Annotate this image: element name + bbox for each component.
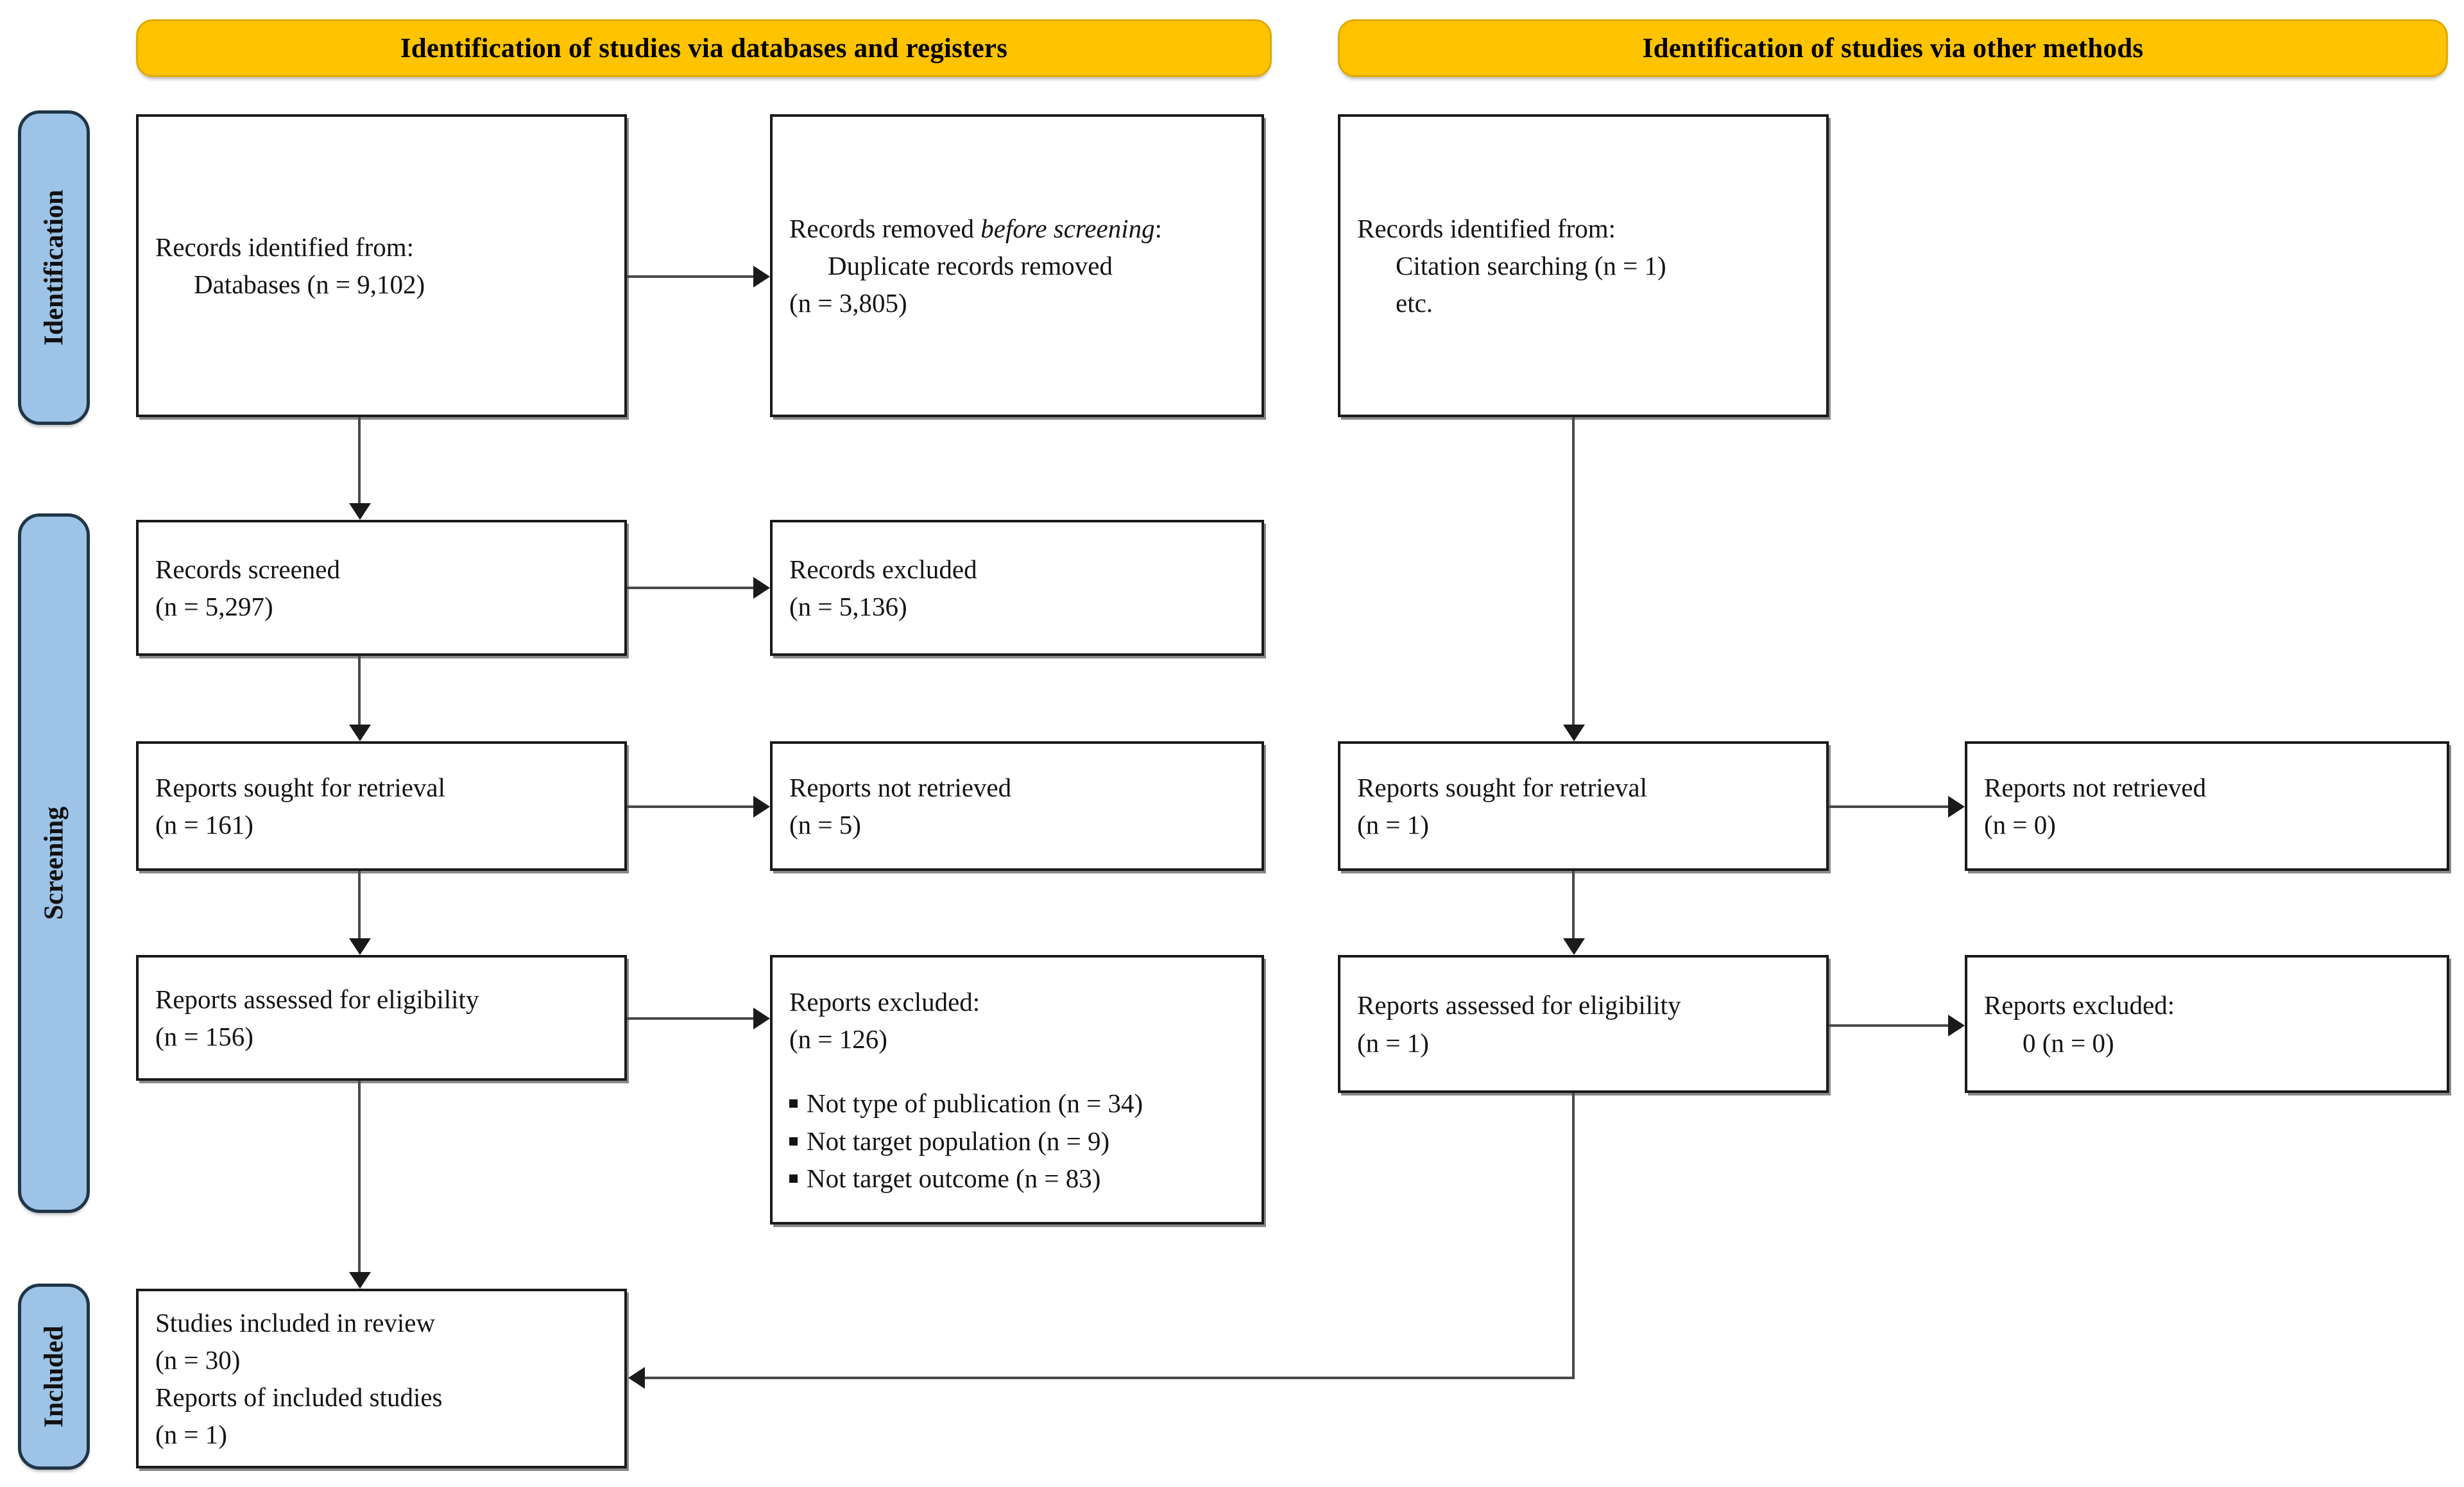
- exclusion-reason-label: Not target population (n = 9): [807, 1126, 1110, 1156]
- records-removed-italic: before screening: [980, 213, 1155, 243]
- reports-assessed-left-line2: (n = 156): [155, 1022, 253, 1051]
- arrow-other-assessed-to-included: [628, 1367, 645, 1389]
- reports-not-retrieved-right-line1: Reports not retrieved: [1984, 772, 2207, 802]
- arrow-other-identified-to-sought: [1563, 725, 1585, 741]
- exclusion-reason-item: Not target population (n = 9): [789, 1122, 1245, 1160]
- exclusion-reason-item: Not target outcome (n = 83): [789, 1160, 1245, 1197]
- connector-assessed-to-included: [358, 1081, 361, 1272]
- phase-included-label: Included: [39, 1325, 69, 1428]
- exclusion-reason-label: Not type of publication (n = 34): [807, 1088, 1143, 1119]
- box-reports-sought-right: Reports sought for retrieval (n = 1): [1338, 741, 1829, 871]
- arrow-screened-to-excluded: [753, 577, 770, 599]
- exclusion-reason-item: Not type of publication (n = 34): [789, 1085, 1245, 1122]
- box-records-screened: Records screened (n = 5,297): [136, 520, 627, 656]
- banner-databases-label: Identification of studies via databases …: [400, 33, 1008, 64]
- records-removed-line2: Duplicate records removed: [828, 250, 1113, 280]
- connector-screened-to-excluded: [627, 587, 753, 589]
- records-excluded-line2: (n = 5,136): [789, 592, 907, 621]
- exclusion-reason-label: Not target outcome (n = 83): [807, 1163, 1101, 1193]
- connector-assessed-to-reports-excluded: [627, 1017, 753, 1020]
- banner-other-methods: Identification of studies via other meth…: [1338, 19, 2448, 77]
- studies-included-line4: (n = 1): [155, 1420, 227, 1450]
- records-removed-line3: (n = 3,805): [789, 288, 907, 318]
- banner-other-methods-label: Identification of studies via other meth…: [1642, 33, 2144, 64]
- phase-screening: Screening: [18, 513, 90, 1213]
- records-removed-prefix: Records removed: [789, 213, 981, 243]
- box-reports-not-retrieved-right: Reports not retrieved (n = 0): [1965, 741, 2449, 871]
- exclusion-reason-list: Not type of publication (n = 34) Not tar…: [789, 1085, 1245, 1197]
- records-excluded-line1: Records excluded: [789, 554, 977, 584]
- box-studies-included-in-review: Studies included in review (n = 30) Repo…: [136, 1289, 627, 1468]
- connector-identified-to-removed: [627, 275, 753, 278]
- reports-sought-left-line1: Reports sought for retrieval: [155, 772, 446, 802]
- records-screened-line1: Records screened: [155, 554, 341, 584]
- arrow-assessed-to-reports-excluded: [753, 1008, 770, 1029]
- arrow-identified-to-screened: [349, 503, 371, 520]
- connector-other-sought-to-not-retrieved: [1829, 805, 1948, 808]
- reports-not-retrieved-left-line2: (n = 5): [789, 810, 861, 839]
- connector-other-sought-to-assessed: [1572, 871, 1575, 938]
- records-identified-other-line2: Citation searching (n = 1): [1396, 250, 1666, 280]
- reports-sought-right-line1: Reports sought for retrieval: [1357, 772, 1648, 802]
- records-identified-line1: Records identified from:: [155, 232, 415, 262]
- connector-other-assessed-elbow-vertical: [1572, 1093, 1575, 1378]
- phase-identification-label: Identification: [39, 189, 69, 346]
- reports-excluded-left-line2: (n = 126): [789, 1024, 887, 1054]
- box-reports-not-retrieved-left: Reports not retrieved (n = 5): [770, 741, 1264, 871]
- reports-not-retrieved-left-line1: Reports not retrieved: [789, 772, 1012, 802]
- banner-databases: Identification of studies via databases …: [136, 19, 1272, 77]
- studies-included-line2: (n = 30): [155, 1345, 241, 1375]
- box-reports-excluded-right: Reports excluded: 0 (n = 0): [1965, 955, 2449, 1093]
- records-identified-other-line3: etc.: [1396, 288, 1433, 318]
- reports-excluded-left-line1: Reports excluded:: [789, 987, 980, 1017]
- box-records-identified-other: Records identified from: Citation search…: [1338, 114, 1829, 417]
- arrow-identified-to-removed: [753, 266, 770, 288]
- bullet-square-icon: [789, 1099, 798, 1108]
- arrow-other-sought-to-assessed: [1563, 938, 1585, 955]
- records-identified-other-line1: Records identified from:: [1357, 213, 1616, 243]
- reports-sought-left-line2: (n = 161): [155, 810, 253, 839]
- phase-identification: Identification: [18, 110, 90, 425]
- reports-assessed-left-line1: Reports assessed for eligibility: [155, 984, 479, 1014]
- box-reports-assessed-left: Reports assessed for eligibility (n = 15…: [136, 955, 627, 1081]
- box-records-identified-databases: Records identified from: Databases (n = …: [136, 114, 627, 417]
- connector-other-identified-to-sought: [1572, 417, 1575, 725]
- records-removed-line1: Records removed before screening:: [789, 210, 1245, 247]
- studies-included-line1: Studies included in review: [155, 1307, 436, 1337]
- box-records-removed-before-screening: Records removed before screening: Duplic…: [770, 114, 1264, 417]
- records-removed-suffix: :: [1154, 213, 1163, 243]
- connector-identified-to-screened: [358, 417, 361, 503]
- arrow-assessed-to-included: [349, 1272, 371, 1289]
- box-reports-excluded-left: Reports excluded: (n = 126) Not type of …: [770, 955, 1264, 1225]
- reports-assessed-right-line1: Reports assessed for eligibility: [1357, 990, 1681, 1020]
- arrow-screened-to-sought: [349, 725, 371, 741]
- phase-included: Included: [18, 1284, 90, 1470]
- connector-sought-to-assessed: [358, 871, 361, 938]
- bullet-square-icon: [789, 1137, 798, 1146]
- arrow-other-sought-to-not-retrieved: [1948, 796, 1965, 818]
- reports-not-retrieved-right-line2: (n = 0): [1984, 810, 2056, 839]
- reports-assessed-right-line2: (n = 1): [1357, 1027, 1429, 1058]
- arrow-sought-to-assessed: [349, 938, 371, 955]
- connector-sought-to-not-retrieved: [627, 805, 753, 808]
- reports-excluded-right-line2: 0 (n = 0): [2023, 1027, 2114, 1058]
- box-records-excluded: Records excluded (n = 5,136): [770, 520, 1264, 656]
- records-screened-line2: (n = 5,297): [155, 592, 273, 621]
- records-identified-line2: Databases (n = 9,102): [194, 270, 425, 299]
- reports-excluded-right-line1: Reports excluded:: [1984, 990, 2175, 1020]
- phase-screening-label: Screening: [39, 806, 69, 920]
- arrow-sought-to-not-retrieved: [753, 796, 770, 818]
- box-reports-assessed-right: Reports assessed for eligibility (n = 1): [1338, 955, 1829, 1093]
- connector-other-assessed-to-reports-excluded: [1829, 1024, 1948, 1027]
- arrow-other-assessed-to-reports-excluded: [1948, 1015, 1965, 1036]
- connector-screened-to-sought: [358, 656, 361, 725]
- box-reports-sought-left: Reports sought for retrieval (n = 161): [136, 741, 627, 871]
- connector-other-assessed-elbow-horizontal: [645, 1377, 1575, 1379]
- studies-included-line3: Reports of included studies: [155, 1382, 443, 1412]
- bullet-square-icon: [789, 1174, 798, 1183]
- reports-sought-right-line2: (n = 1): [1357, 810, 1429, 839]
